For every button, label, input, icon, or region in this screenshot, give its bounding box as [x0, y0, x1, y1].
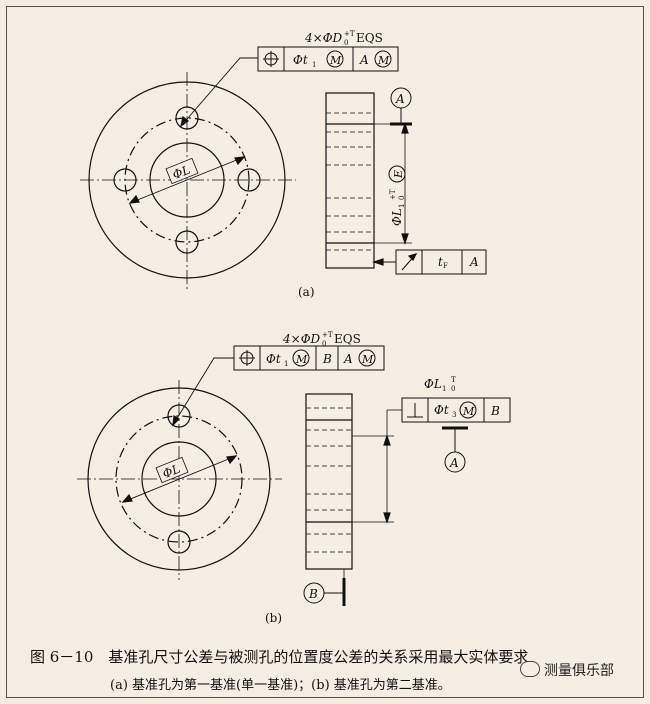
view-b: ΦL 4×ΦD +T 0 EQS Φt 1 M B A M [77, 331, 511, 625]
side-dim: ΦL [424, 377, 442, 391]
svg-text:B: B [490, 404, 500, 418]
side-dim: ΦL [390, 208, 404, 226]
leader-arrowhead [180, 115, 189, 128]
side-dim-sub: 1 [398, 204, 406, 208]
figure-caption: 图 6－10 基准孔尺寸公差与被测孔的位置度公差的关系采用最大实体要求 [30, 648, 529, 666]
svg-text:M: M [462, 405, 475, 418]
diameter-dim-line [122, 455, 237, 503]
mmc-modifier-icon [292, 349, 310, 367]
svg-text:1: 1 [284, 360, 288, 368]
side-view-body [325, 92, 375, 269]
envelope-label: E [392, 170, 405, 179]
runout-tol: t [438, 255, 443, 269]
leader-line [172, 357, 234, 426]
frame-datum: A [359, 53, 369, 67]
perpendicularity-frame [401, 397, 511, 423]
runout-frame [395, 249, 487, 275]
tolerance-frame [233, 345, 385, 371]
svg-text:0: 0 [451, 385, 455, 393]
tol-sub: 0 [344, 39, 348, 47]
svg-text:3: 3 [452, 411, 456, 419]
eqs-label: EQS [334, 332, 361, 346]
watermark: 测量俱乐部 [520, 660, 614, 680]
eqs-label: EQS [356, 31, 383, 45]
svg-text:M: M [295, 353, 308, 366]
svg-text:B: B [308, 587, 318, 601]
svg-text:Φt: Φt [434, 403, 449, 417]
count-size-label: 4×ΦD [282, 332, 321, 346]
runout-sub: F [443, 262, 448, 270]
mmc-modifier: M [377, 54, 390, 67]
svg-text:0: 0 [322, 340, 326, 348]
envelope-icon [388, 165, 406, 183]
mmc-modifier-icon [459, 401, 477, 419]
svg-text:1: 1 [442, 385, 446, 393]
side-view-body [305, 393, 353, 570]
mmc-modifier: M [329, 54, 342, 67]
svg-text:M: M [361, 353, 374, 366]
mmc-modifier-icon [326, 50, 344, 68]
datum-a-bubble [390, 87, 412, 109]
diameter-dim-line [129, 156, 245, 204]
view-b-label: (b) [265, 611, 282, 625]
svg-text:+T: +T [322, 331, 333, 339]
watermark-text: 测量俱乐部 [544, 663, 614, 679]
tolerance-frame [257, 46, 399, 72]
leader-line [180, 57, 258, 127]
view-a: ΦL 4×ΦD +T 0 EQS Φt 1 M A M [80, 30, 487, 299]
arrowhead [128, 194, 140, 204]
svg-text:T: T [451, 376, 456, 384]
count-size-label: 4×ΦD [304, 31, 343, 45]
view-a-label: (a) [298, 285, 315, 299]
figure-subcaption: (a) 基准孔为第一基准(单一基准)；(b) 基准孔为第二基准。 [110, 678, 451, 693]
side-sub: 0 [398, 196, 406, 200]
mmc-modifier-icon [374, 50, 392, 68]
frame-datum-b: B [322, 352, 332, 366]
arrowhead [234, 156, 246, 166]
wechat-icon [520, 661, 540, 677]
dim-label-box [165, 157, 199, 185]
center-dim-label: ΦL [160, 462, 182, 482]
frame-tol-sub: 1 [312, 61, 316, 69]
datum-a-bubble [444, 451, 466, 473]
center-dim-label: ΦL [170, 163, 192, 183]
frame-datum-a: A [343, 352, 353, 366]
runout-datum: A [469, 255, 479, 269]
tol-sup: +T [344, 30, 355, 38]
side-sup: +T [389, 189, 397, 200]
svg-text:A: A [449, 456, 459, 470]
svg-text:Φt: Φt [266, 352, 281, 366]
frame-tol: Φt [293, 53, 308, 67]
mmc-modifier-icon [358, 349, 376, 367]
datum-a-label: A [395, 92, 405, 106]
